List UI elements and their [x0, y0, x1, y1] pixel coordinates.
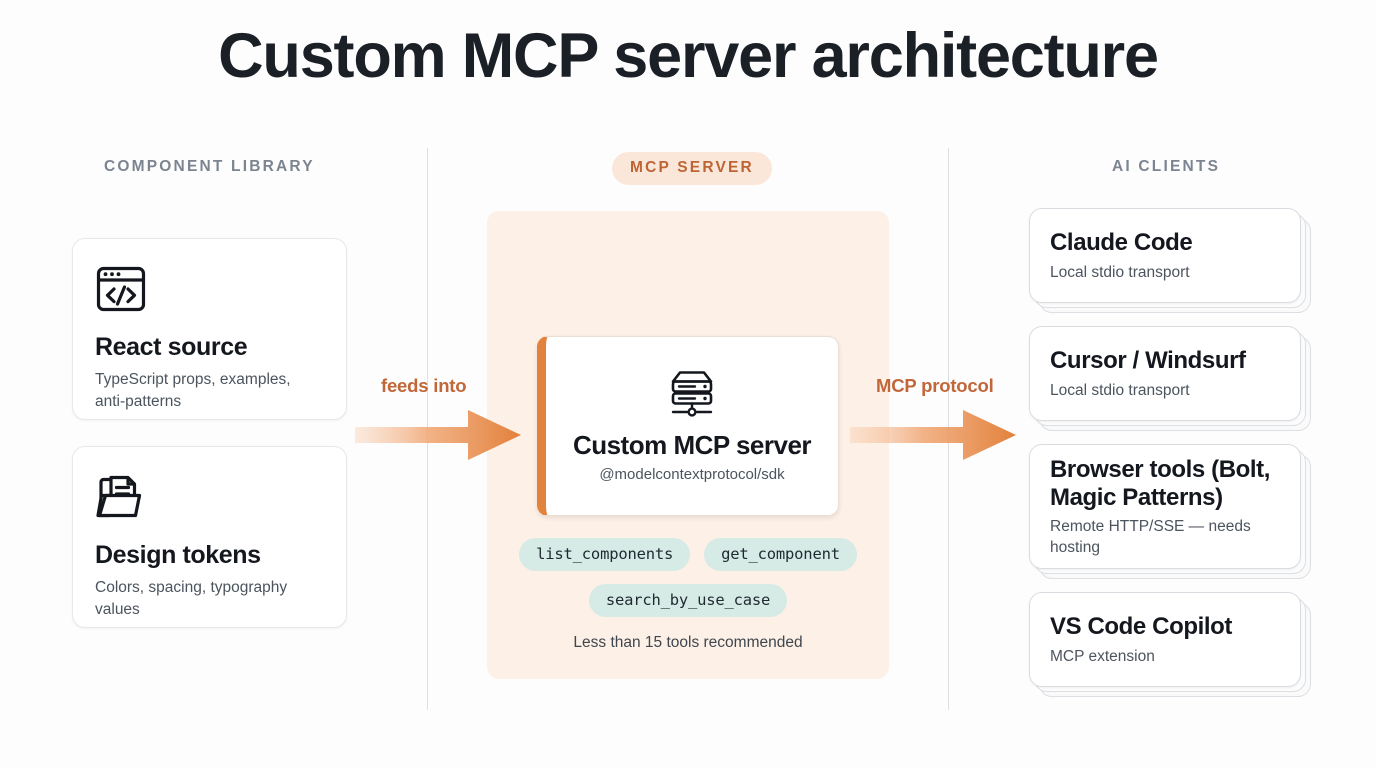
- arrow-label-mcp-protocol: MCP protocol: [876, 375, 994, 396]
- server-rack-icon: [671, 370, 713, 417]
- client-card-front[interactable]: Browser tools (Bolt, Magic Patterns) Rem…: [1029, 444, 1301, 569]
- arrow-right-icon: [850, 410, 1016, 460]
- arrow-mcp-protocol: [850, 408, 1016, 462]
- tool-pill-row: search_by_use_case: [588, 584, 788, 617]
- column-header-component-library: COMPONENT LIBRARY: [104, 158, 315, 175]
- badge-mcp-server: MCP SERVER: [612, 152, 772, 185]
- card-stack-vs-code-copilot[interactable]: VS Code Copilot MCP extension: [1029, 592, 1311, 697]
- server-card-title: Custom MCP server: [572, 429, 812, 460]
- client-title: Cursor / Windsurf: [1050, 347, 1246, 375]
- card-title: React source: [95, 333, 248, 361]
- page-title: Custom MCP server architecture: [218, 21, 1159, 91]
- client-subtitle: MCP extension: [1050, 647, 1155, 665]
- client-title: Claude Code: [1050, 229, 1193, 257]
- client-title: VS Code Copilot: [1050, 613, 1232, 641]
- card-title: Design tokens: [95, 541, 261, 569]
- client-card-front[interactable]: Claude Code Local stdio transport: [1029, 208, 1301, 303]
- server-card-subtitle: @modelcontextprotocol/sdk: [599, 466, 785, 484]
- tool-count-note: Less than 15 tools recommended: [573, 634, 803, 651]
- client-title: Browser tools (Bolt, Magic Patterns): [1050, 455, 1271, 511]
- card-custom-mcp-server[interactable]: Custom MCP server @modelcontextprotocol/…: [537, 336, 839, 516]
- tool-pill-search-by-use-case[interactable]: search_by_use_case: [588, 584, 788, 617]
- card-subtitle: Colors, spacing, typography values: [95, 578, 288, 618]
- card-react-source[interactable]: React source TypeScript props, examples,…: [72, 238, 347, 420]
- client-subtitle: Remote HTTP/SSE — needs hosting: [1050, 518, 1251, 557]
- client-subtitle: Local stdio transport: [1050, 263, 1190, 281]
- code-window-icon: [96, 266, 146, 312]
- tool-pill-row: list_components get_component: [519, 538, 857, 571]
- client-card-front[interactable]: VS Code Copilot MCP extension: [1029, 592, 1301, 687]
- arrow-right-icon: [355, 410, 521, 460]
- folder-document-icon: [96, 475, 142, 518]
- client-subtitle: Local stdio transport: [1050, 381, 1190, 399]
- card-stack-claude-code[interactable]: Claude Code Local stdio transport: [1029, 208, 1311, 313]
- column-header-ai-clients: AI CLIENTS: [1112, 158, 1221, 175]
- arrow-feeds-into: [355, 408, 521, 462]
- tool-pill-get-component[interactable]: get_component: [704, 538, 857, 571]
- arrow-label-feeds-into: feeds into: [381, 375, 467, 396]
- card-stack-cursor-windsurf[interactable]: Cursor / Windsurf Local stdio transport: [1029, 326, 1311, 431]
- card-design-tokens[interactable]: Design tokens Colors, spacing, typograph…: [72, 446, 347, 628]
- client-card-front[interactable]: Cursor / Windsurf Local stdio transport: [1029, 326, 1301, 421]
- tool-pill-group: list_components get_component search_by_…: [487, 538, 889, 617]
- tool-pill-list-components[interactable]: list_components: [519, 538, 691, 571]
- card-subtitle: TypeScript props, examples, anti-pattern…: [95, 370, 291, 410]
- card-stack-browser-tools[interactable]: Browser tools (Bolt, Magic Patterns) Rem…: [1029, 444, 1311, 579]
